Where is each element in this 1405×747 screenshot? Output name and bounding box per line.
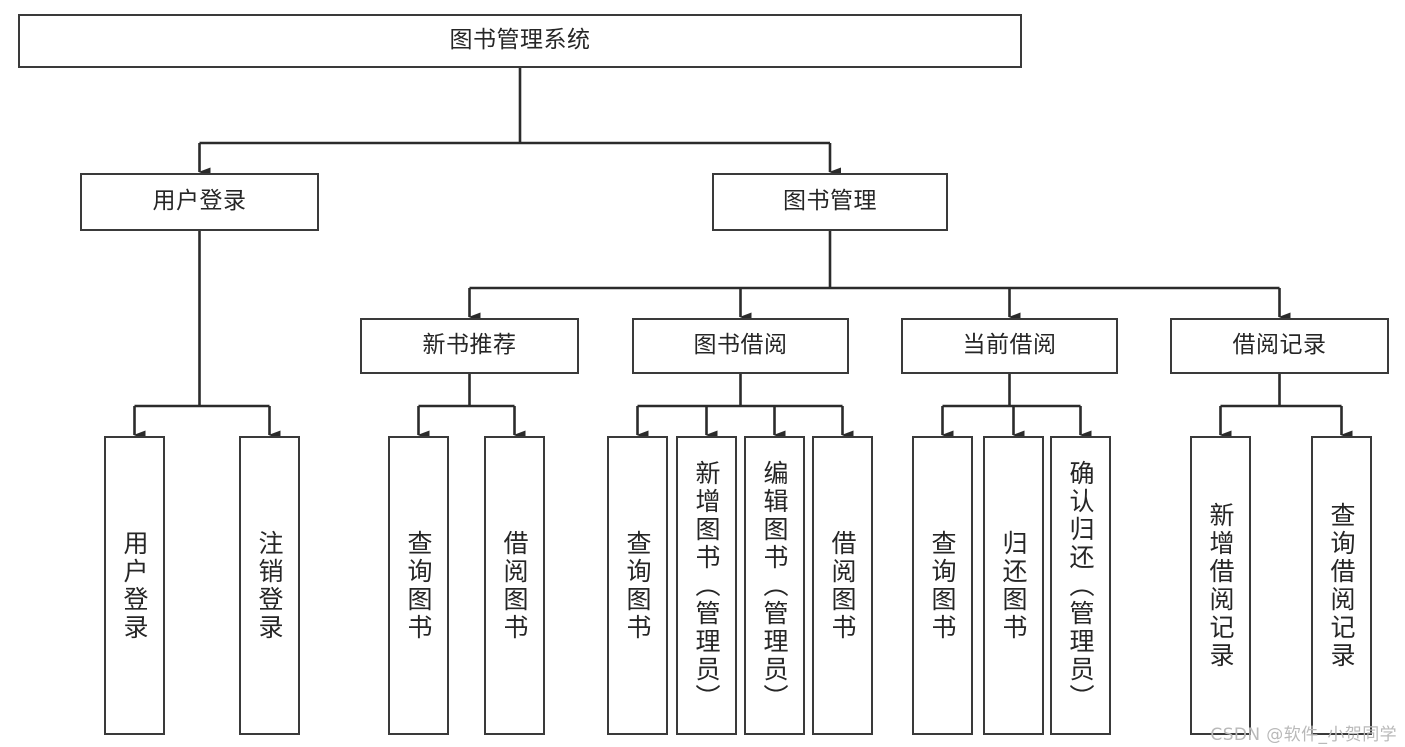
node-leaf-query-record[interactable]: 查询借阅记录 — [1311, 436, 1372, 735]
node-current-borrow[interactable]: 当前借阅 — [901, 318, 1118, 374]
node-leaf-borrow-book-1[interactable]: 借阅图书 — [484, 436, 545, 735]
node-label: 查询图书 — [623, 529, 652, 642]
node-label: 新增借阅记录 — [1206, 501, 1235, 670]
node-root[interactable]: 图书管理系统 — [18, 14, 1022, 68]
node-label: 查询图书 — [404, 529, 433, 642]
node-leaf-return-book[interactable]: 归还图书 — [983, 436, 1044, 735]
node-book-borrow[interactable]: 图书借阅 — [632, 318, 849, 374]
node-leaf-borrow-book-2[interactable]: 借阅图书 — [812, 436, 873, 735]
node-leaf-user-logout[interactable]: 注销登录 — [239, 436, 300, 735]
node-label: 归还图书 — [999, 529, 1028, 642]
node-label: 借阅图书 — [828, 529, 857, 642]
node-label: 新书推荐 — [422, 332, 517, 359]
node-new-book-recommend[interactable]: 新书推荐 — [360, 318, 579, 374]
node-leaf-edit-book[interactable]: 编辑图书（管理员） — [744, 436, 805, 735]
csdn-watermark: CSDN @软件_小贺同学 — [1210, 725, 1397, 745]
node-user-login[interactable]: 用户登录 — [80, 173, 319, 231]
node-label: 注销登录 — [255, 529, 284, 642]
node-label: 查询借阅记录 — [1327, 501, 1356, 670]
node-label: 借阅记录 — [1232, 332, 1327, 359]
node-label: 借阅图书 — [500, 529, 529, 642]
node-label: 确认归还（管理员） — [1066, 459, 1095, 712]
node-book-manage[interactable]: 图书管理 — [712, 173, 948, 231]
node-label: 新增图书（管理员） — [692, 459, 721, 712]
node-leaf-user-login[interactable]: 用户登录 — [104, 436, 165, 735]
node-label: 图书管理 — [783, 188, 877, 215]
node-leaf-add-record[interactable]: 新增借阅记录 — [1190, 436, 1251, 735]
node-leaf-query-book-2[interactable]: 查询图书 — [607, 436, 668, 735]
node-borrow-record[interactable]: 借阅记录 — [1170, 318, 1389, 374]
node-leaf-query-book-3[interactable]: 查询图书 — [912, 436, 973, 735]
node-label: 用户登录 — [120, 529, 149, 642]
node-label: 查询图书 — [928, 529, 957, 642]
node-label: 用户登录 — [152, 188, 247, 215]
node-leaf-query-book-1[interactable]: 查询图书 — [388, 436, 449, 735]
node-label: 当前借阅 — [962, 332, 1057, 359]
node-leaf-add-book[interactable]: 新增图书（管理员） — [676, 436, 737, 735]
node-label: 图书管理系统 — [449, 27, 591, 54]
node-label: 图书借阅 — [693, 332, 788, 359]
node-label: 编辑图书（管理员） — [760, 459, 789, 712]
node-leaf-confirm-return[interactable]: 确认归还（管理员） — [1050, 436, 1111, 735]
